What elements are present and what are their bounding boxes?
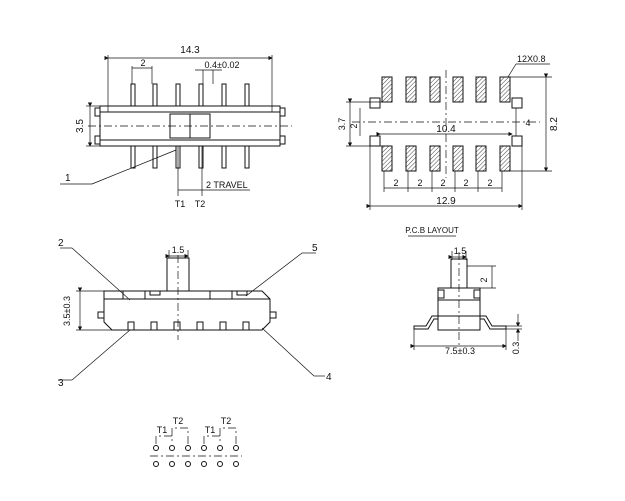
corner-pad — [369, 97, 381, 109]
lower-pins — [130, 145, 250, 169]
callout-1: 1 — [65, 173, 71, 184]
pcb-dim-1-5-label: 1.5 — [454, 246, 467, 256]
dim-12-9-label: 12.9 — [436, 196, 456, 207]
pitch-label: 2 — [463, 178, 468, 188]
dim-4-label: 4 — [525, 118, 530, 128]
top-pads — [381, 76, 511, 103]
dim-10-4-label: 10.4 — [436, 124, 456, 135]
upper-pins — [130, 83, 250, 107]
pitch-label: 2 — [440, 178, 445, 188]
corner-pad — [511, 135, 523, 147]
pitch-label: 2 — [487, 178, 492, 188]
dim-height-label: 3.5 — [75, 119, 86, 133]
t2-label: T2 — [195, 199, 206, 209]
schem-t1-b: T1 — [205, 425, 216, 435]
schem-t2-b: T2 — [221, 416, 232, 426]
callout-5: 5 — [312, 243, 318, 254]
dim-front-height-label: 3.5±0.3 — [62, 296, 72, 326]
dim-1-5-label: 1.5 — [172, 245, 185, 255]
schem-contacts-top — [153, 445, 239, 451]
callout-2: 2 — [58, 238, 64, 249]
circuit-schematic: T1 T2 T1 T2 — [150, 416, 242, 467]
travel-label: 2 TRAVEL — [206, 180, 248, 190]
corner-pad — [511, 97, 523, 109]
dim-2-label: 2 — [349, 123, 359, 128]
pcb-dim-0-3-label: 0.3 — [511, 342, 521, 355]
dim-pin-width-label: 0.4±0.02 — [205, 60, 240, 70]
pcb-dim-2-label: 2 — [479, 277, 489, 282]
dim-pads-label: 12X0.8 — [517, 54, 546, 64]
pcb-layout-title: P.C.B LAYOUT — [405, 226, 459, 235]
schem-contacts-bottom — [153, 461, 239, 467]
pcb-dim-7-5-label: 7.5±0.3 — [445, 346, 475, 356]
pcb-switch-body — [437, 287, 481, 331]
bottom-pads — [381, 145, 511, 172]
pad-layout: 12X0.8 3.7 — [337, 54, 560, 210]
front-view: 1.5 3.5±0.3 2 — [58, 238, 332, 389]
corner-pad — [369, 135, 381, 147]
dim-pitch-label: 2 — [140, 58, 145, 68]
front-terminals — [127, 321, 250, 331]
dim-3-7-label: 3.7 — [337, 118, 347, 131]
t1-label: T1 — [175, 199, 186, 209]
pitch-label: 2 — [417, 178, 422, 188]
pitch-label: 2 — [393, 178, 398, 188]
dim-width-label: 14.3 — [180, 45, 200, 56]
callout-4: 4 — [326, 372, 332, 383]
pcb-layout-view: P.C.B LAYOUT 1.5 2 7.5±0.3 0.3 — [405, 226, 522, 356]
top-view: 14.3 2 0.4±0.02 — [60, 45, 292, 209]
callout-3: 3 — [58, 378, 64, 389]
schem-t1-a: T1 — [157, 425, 168, 435]
schem-t2-a: T2 — [173, 416, 184, 426]
dim-8-2-label: 8.2 — [549, 117, 560, 131]
switch-body-front — [103, 290, 271, 331]
